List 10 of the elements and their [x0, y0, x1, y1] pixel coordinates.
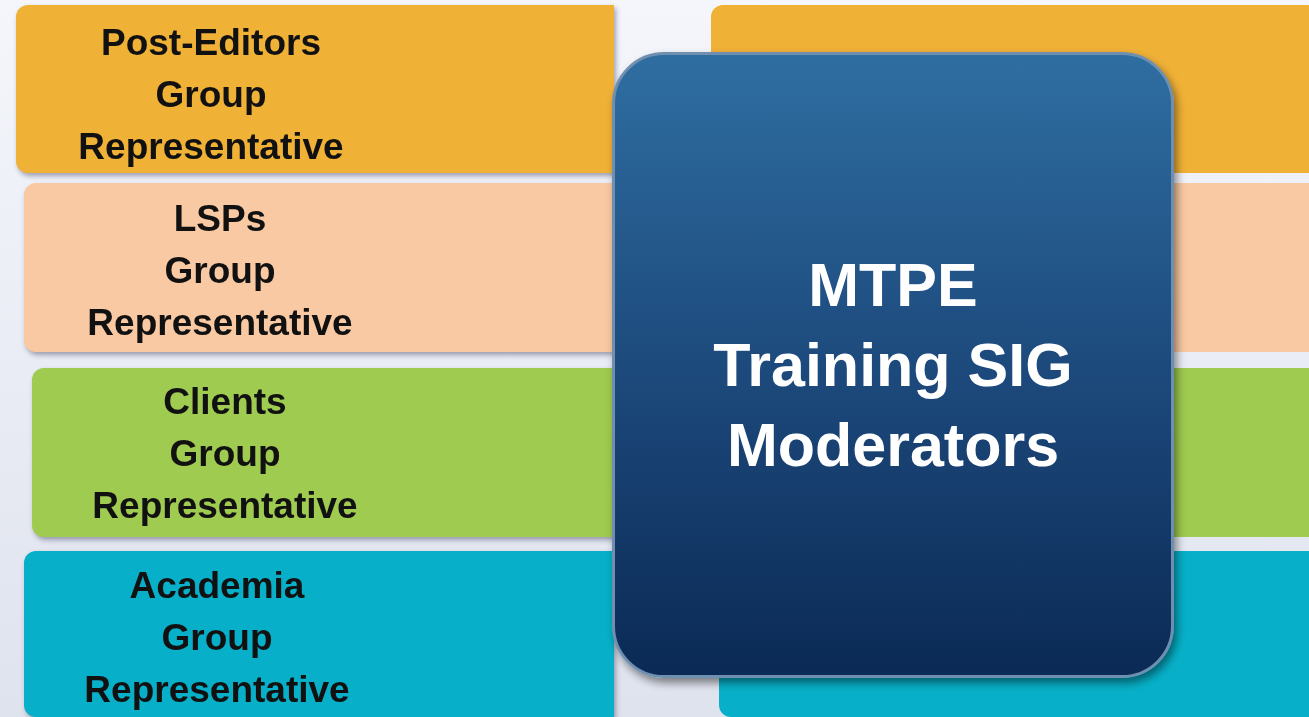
moderator-panel	[612, 52, 1174, 678]
group-band	[32, 368, 614, 537]
band-label: LSPs Group Representative	[87, 197, 353, 345]
group-band	[16, 5, 614, 173]
band-label: Academia Group Representative	[84, 564, 350, 712]
band-label: Post-Editors Group Representative	[78, 21, 344, 169]
group-band	[24, 183, 614, 352]
group-band	[24, 551, 614, 717]
panel-title: MTPE Training SIG Moderators	[712, 250, 1074, 481]
band-label: Clients Group Representative	[92, 380, 358, 528]
